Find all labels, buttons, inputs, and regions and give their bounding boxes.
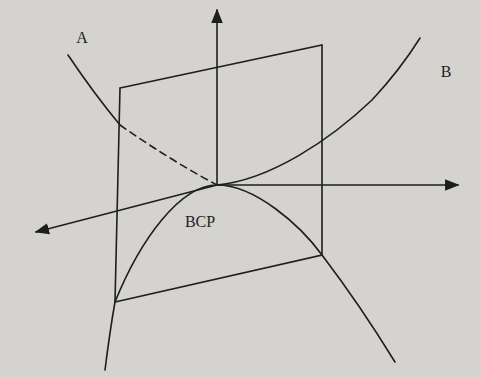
critical-curve — [105, 185, 395, 370]
section-plane — [115, 45, 322, 302]
curve-label: B — [441, 64, 452, 80]
depth-axis — [36, 185, 217, 232]
curve-label: A — [76, 30, 88, 46]
point-label: BCP — [185, 214, 215, 230]
curve-a — [68, 55, 120, 125]
curve-a-hidden — [120, 125, 217, 185]
vertical-axis — [216, 10, 218, 185]
curve-b — [217, 38, 420, 185]
horizontal-axis — [217, 184, 458, 186]
